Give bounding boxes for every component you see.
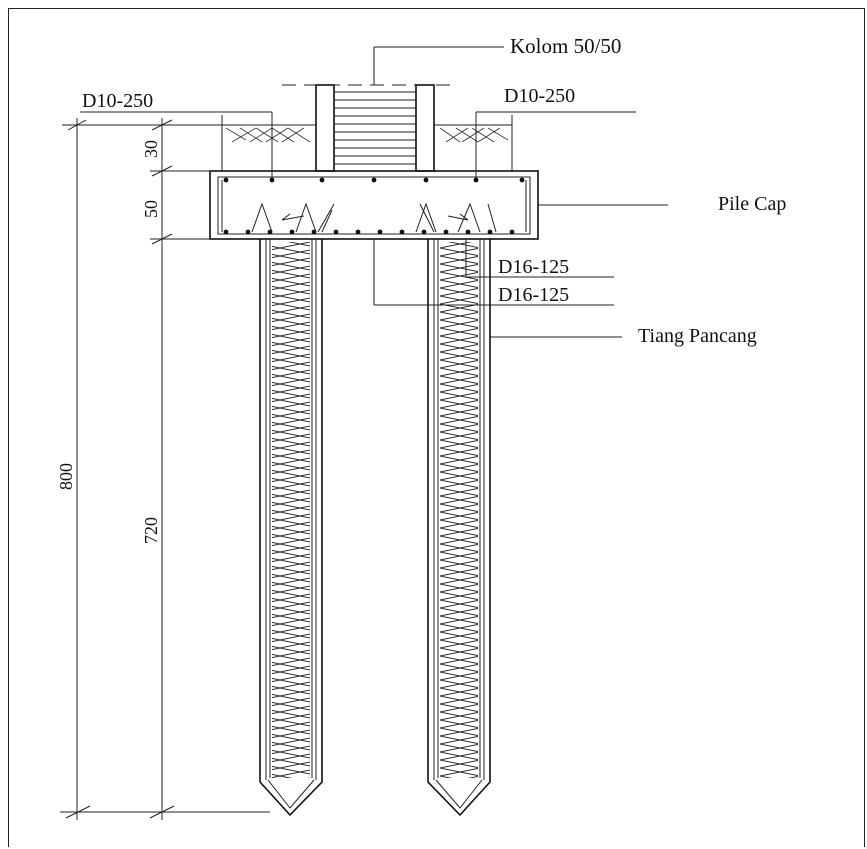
- dimension-cap: 50: [141, 200, 161, 218]
- pile-cap-label: Pile Cap: [718, 193, 786, 215]
- bottom-rebar-label-2: D16-125: [498, 284, 569, 306]
- top-rebar-left-label: D10-250: [82, 90, 153, 112]
- pile-cap-top-bars: [223, 177, 525, 183]
- top-rebar-right-label: D10-250: [504, 85, 575, 107]
- dimension-lines: [60, 118, 270, 820]
- column-stirrups: [334, 91, 416, 165]
- pile-left: [259, 239, 323, 817]
- drawing-frame: [8, 8, 865, 847]
- soil-hatch: [221, 115, 513, 171]
- pile-cap: [209, 170, 539, 240]
- dimension-pile: 720: [141, 517, 161, 544]
- pile-right: [427, 239, 491, 817]
- dimension-soil: 30: [141, 140, 161, 158]
- leader-lines: [80, 46, 668, 338]
- column: [282, 84, 452, 172]
- dimension-total: 800: [56, 463, 76, 490]
- column-label: Kolom 50/50: [510, 34, 621, 58]
- pile-label: Tiang Pancang: [638, 325, 757, 347]
- bottom-rebar-label-1: D16-125: [498, 256, 569, 278]
